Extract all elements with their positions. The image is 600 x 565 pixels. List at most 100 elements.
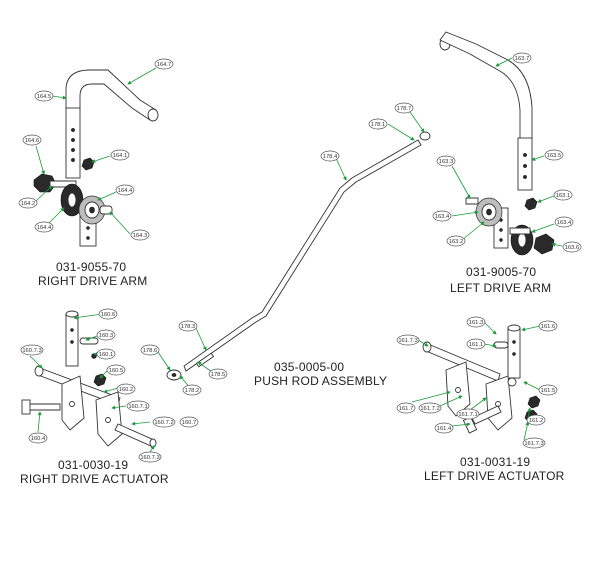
callout-164-6: 164.6 <box>22 134 42 146</box>
callout-161-7-3-top: 161.7.3 <box>396 334 420 346</box>
left-drive-arm-drawing <box>439 31 555 256</box>
callout-160-1: 160.1 <box>96 348 116 360</box>
callout-163-5: 163.5 <box>544 149 564 161</box>
callout-160-4: 160.4 <box>28 432 48 444</box>
svg-text:160.2: 160.2 <box>119 387 134 393</box>
left-actuator-name: LEFT DRIVE ACTUATOR <box>424 469 565 483</box>
push-rod-name: PUSH ROD ASSEMBLY <box>254 374 388 388</box>
callout-161-4: 161.4 <box>434 422 454 434</box>
svg-text:163.2: 163.2 <box>449 239 464 245</box>
callout-160-5: 160.5 <box>106 364 126 376</box>
push-rod-number: 035-0005-00 <box>274 360 345 374</box>
svg-text:161.2: 161.2 <box>529 418 544 424</box>
callout-164-1: 164.1 <box>110 149 130 161</box>
callout-160-6: 160.6 <box>98 308 118 320</box>
leader-lines <box>29 57 563 453</box>
callout-160-7-3-top: 160.7.3 <box>20 344 44 356</box>
callout-161-7: 161.7 <box>396 402 416 414</box>
callout-160-7-3-bottom: 160.7.3 <box>138 451 162 463</box>
svg-text:161.7.3: 161.7.3 <box>524 441 543 447</box>
svg-text:160.6: 160.6 <box>101 312 116 318</box>
svg-text:178.7: 178.7 <box>397 106 412 112</box>
callout-164-5: 164.5 <box>34 90 54 102</box>
callout-178-1: 178.1 <box>368 118 388 130</box>
callout-163-7: 163.7 <box>512 52 532 64</box>
svg-text:160.5: 160.5 <box>109 368 124 374</box>
callout-163-4-right: 163.4 <box>554 216 574 228</box>
svg-text:160.7: 160.7 <box>182 420 197 426</box>
right-drive-actuator-drawing <box>21 310 157 448</box>
svg-text:178.1: 178.1 <box>371 122 386 128</box>
callout-labels: 164.7 164.5 164.6 164.1 164.2 164.4 164.… <box>18 52 582 463</box>
right-arm-name: RIGHT DRIVE ARM <box>38 274 148 288</box>
callout-164-7: 164.7 <box>154 58 174 70</box>
callout-163-3: 163.3 <box>436 155 456 167</box>
callout-163-6: 163.6 <box>562 241 582 253</box>
svg-text:161.3: 161.3 <box>469 320 484 326</box>
svg-text:160.1: 160.1 <box>99 352 114 358</box>
callout-160-3: 160.3 <box>96 329 116 341</box>
callout-178-5: 178.5 <box>208 368 228 380</box>
svg-text:161.5: 161.5 <box>541 388 556 394</box>
callout-163-2: 163.2 <box>446 235 466 247</box>
svg-text:161.7.3: 161.7.3 <box>398 338 417 344</box>
callout-164-3: 164.3 <box>130 229 150 241</box>
svg-text:178.3: 178.3 <box>181 324 196 330</box>
push-rod-drawing <box>166 131 431 381</box>
svg-text:164.4: 164.4 <box>118 188 133 194</box>
svg-text:178.6: 178.6 <box>143 348 158 354</box>
svg-text:161.1: 161.1 <box>469 342 484 348</box>
svg-text:163.7: 163.7 <box>515 56 530 62</box>
callout-160-7-2: 160.7.2 <box>152 416 176 428</box>
callout-164-4-right: 164.4 <box>115 184 135 196</box>
svg-text:163.4: 163.4 <box>557 220 572 226</box>
svg-text:164.2: 164.2 <box>21 201 36 207</box>
svg-text:163.5: 163.5 <box>547 153 562 159</box>
left-actuator-number: 031-0031-19 <box>460 455 531 469</box>
callout-163-4-left: 163.4 <box>432 210 452 222</box>
callout-178-3: 178.3 <box>178 320 198 332</box>
callout-178-4: 178.4 <box>320 150 340 162</box>
left-arm-name: LEFT DRIVE ARM <box>450 281 552 295</box>
svg-text:161.6: 161.6 <box>541 324 556 330</box>
svg-text:161.4: 161.4 <box>437 426 452 432</box>
svg-text:178.2: 178.2 <box>185 388 200 394</box>
callout-160-7-1: 160.7.1 <box>126 400 150 412</box>
svg-text:161.7.2: 161.7.2 <box>420 406 439 412</box>
right-actuator-name: RIGHT DRIVE ACTUATOR <box>20 472 169 486</box>
callout-164-4-left: 164.4 <box>34 221 54 233</box>
svg-text:164.7: 164.7 <box>157 62 172 68</box>
svg-text:164.3: 164.3 <box>133 233 148 239</box>
callout-161-5: 161.5 <box>538 384 558 396</box>
svg-text:160.3: 160.3 <box>99 333 114 339</box>
svg-text:161.7: 161.7 <box>399 406 414 412</box>
svg-text:178.5: 178.5 <box>211 372 226 378</box>
svg-text:164.1: 164.1 <box>113 153 128 159</box>
svg-text:164.6: 164.6 <box>25 138 40 144</box>
callout-163-1: 163.1 <box>553 189 573 201</box>
svg-text:160.7.1: 160.7.1 <box>128 404 147 410</box>
svg-text:163.4: 163.4 <box>435 214 450 220</box>
svg-text:163.3: 163.3 <box>439 159 454 165</box>
svg-text:161.7.1: 161.7.1 <box>458 412 477 418</box>
svg-text:164.4: 164.4 <box>37 225 52 231</box>
svg-text:178.4: 178.4 <box>323 154 338 160</box>
callout-178-2: 178.2 <box>182 384 202 396</box>
right-actuator-number: 031-0030-19 <box>58 458 129 472</box>
callout-164-2: 164.2 <box>18 197 38 209</box>
callout-161-6: 161.6 <box>538 320 558 332</box>
svg-text:163.1: 163.1 <box>556 193 571 199</box>
callout-178-7: 178.7 <box>394 102 414 114</box>
callout-161-2: 161.2 <box>526 414 546 426</box>
left-arm-number: 031-9005-70 <box>466 265 537 279</box>
svg-text:160.7.3: 160.7.3 <box>140 455 159 461</box>
callout-160-7: 160.7 <box>179 416 199 428</box>
callout-161-3: 161.3 <box>466 316 486 328</box>
callout-178-6: 178.6 <box>140 344 160 356</box>
svg-text:160.4: 160.4 <box>31 436 46 442</box>
callout-161-1: 161.1 <box>466 338 486 350</box>
right-arm-number: 031-9055-70 <box>56 260 127 274</box>
svg-text:160.7.3: 160.7.3 <box>22 348 41 354</box>
